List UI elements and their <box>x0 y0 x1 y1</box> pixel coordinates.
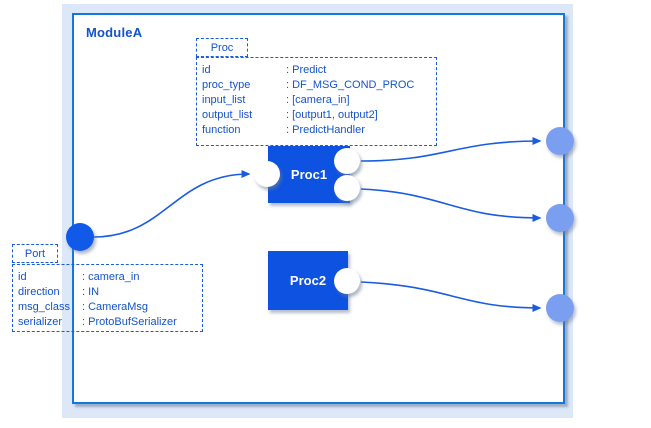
proc2-output-port[interactable] <box>334 268 360 294</box>
module-output-port-3[interactable] <box>546 294 574 322</box>
module-title: ModuleA <box>86 25 143 40</box>
property-row: msg_class : CameraMsg <box>18 300 202 315</box>
proc-annotation-box[interactable]: id: Predict proc_type: DF_MSG_COND_PROC … <box>196 57 437 146</box>
property-row: id : Predict <box>202 63 436 78</box>
property-key: input_list <box>202 94 246 106</box>
proc-annotation-tab[interactable]: Proc <box>196 38 248 57</box>
property-key: id <box>202 64 211 76</box>
property-key: msg_class <box>18 301 70 313</box>
property-key: function <box>202 124 241 136</box>
module-output-port-2[interactable] <box>546 204 574 232</box>
property-key: direction <box>18 286 60 298</box>
property-row: output_list : [output1, output2] <box>202 108 436 123</box>
property-value: : IN <box>82 286 100 298</box>
property-key: id <box>18 271 27 283</box>
connector-proc2-out[interactable] <box>360 281 542 312</box>
property-value: : [camera_in] <box>286 94 350 106</box>
proc1-output-port-1[interactable] <box>334 148 360 174</box>
property-value: : CameraMsg <box>82 301 149 313</box>
property-value: : Predict <box>286 64 327 76</box>
connector-port-to-proc1[interactable] <box>93 170 251 238</box>
port-annotation-box[interactable]: id : camera_in direction : IN msg_class : C… <box>12 264 203 332</box>
property-value: : [output1, output2] <box>286 109 378 121</box>
proc1-output-port-2[interactable] <box>334 175 360 201</box>
property-row: input_list : [camera_in] <box>202 93 436 108</box>
property-value: : PredictHandler <box>286 124 365 136</box>
node-label: Proc1 <box>290 167 328 182</box>
module-input-port[interactable] <box>66 223 94 251</box>
node-label: Proc2 <box>289 273 327 288</box>
proc1-input-port[interactable] <box>254 161 280 187</box>
property-row: id : camera_in <box>18 270 202 285</box>
module-output-port-1[interactable] <box>546 127 574 155</box>
property-key: serializer <box>18 316 63 328</box>
property-value: : DF_MSG_COND_PROC <box>286 79 415 91</box>
property-row: direction : IN <box>18 285 202 300</box>
property-value: : ProtoBufSerializer <box>82 316 177 328</box>
property-key: proc_type <box>202 79 251 91</box>
property-row: proc_type : DF_MSG_COND_PROC <box>202 78 436 93</box>
property-value: : camera_in <box>82 271 140 283</box>
property-key: output_list <box>202 109 253 121</box>
port-annotation-tab[interactable]: Port <box>12 244 58 263</box>
property-row: serializer : ProtoBufSerializer <box>18 315 202 330</box>
property-row: function : PredictHandler <box>202 123 436 138</box>
connector-proc1-out2[interactable] <box>360 188 542 222</box>
module-a-container[interactable] <box>72 13 565 404</box>
connector-proc1-out1[interactable] <box>360 137 542 162</box>
